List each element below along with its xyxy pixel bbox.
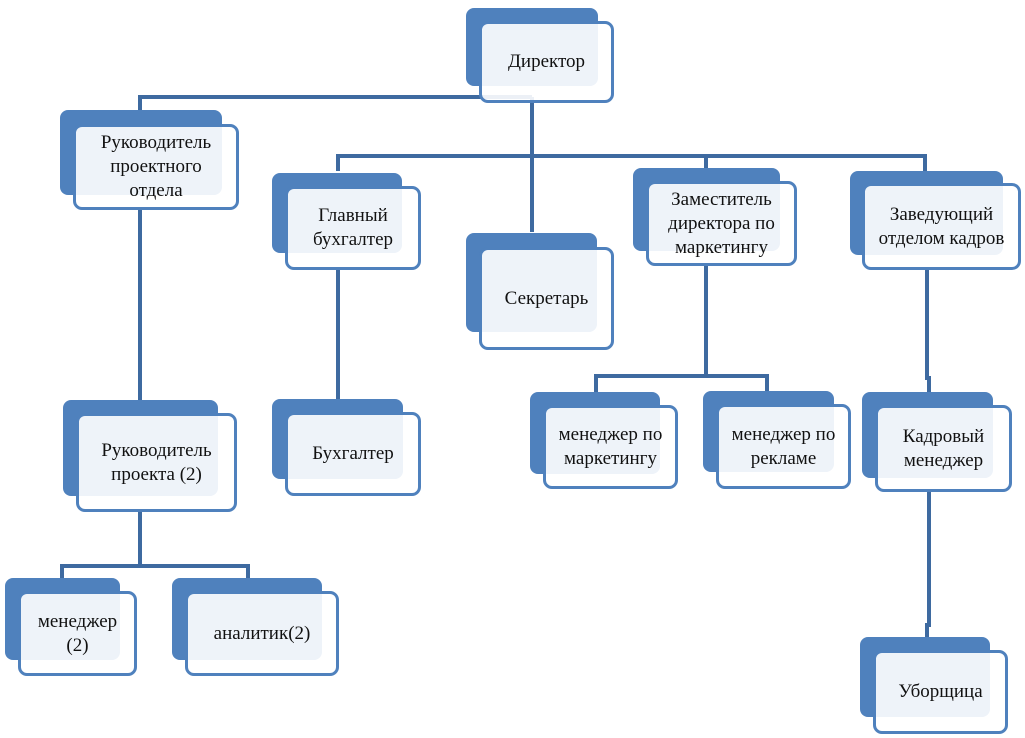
node-label: Заместитель директора по маркетингу xyxy=(668,188,775,258)
connector-deputy-staff xyxy=(594,266,769,392)
connector-director-project-dept xyxy=(138,95,532,112)
node-label: Уборщица xyxy=(898,681,983,702)
node-label: аналитик(2) xyxy=(213,622,311,644)
node-label: Директор xyxy=(507,51,586,72)
node-label: Заведующий отделом кадров xyxy=(878,203,1005,249)
node-label: Руководитель проекта (2) xyxy=(101,439,212,485)
node-label: менеджер по рекламе xyxy=(731,423,836,469)
node-label: Кадровый менеджер xyxy=(902,425,985,471)
connector-hr-head-manager xyxy=(925,270,931,392)
node-label: менеджер (2) xyxy=(37,610,118,656)
node-label: менеджер по маркетингу xyxy=(558,424,663,469)
node-label: Руководитель проектного отдела xyxy=(100,132,212,201)
node-label: Бухгалтер xyxy=(312,443,394,464)
connector-hr-manager-cleaner xyxy=(925,492,931,637)
connector-director-level1-bus xyxy=(336,154,927,172)
connector-pm-staff xyxy=(60,512,250,580)
node-label: Секретарь xyxy=(504,287,589,309)
node-label: Главный бухгалтер xyxy=(312,205,394,250)
